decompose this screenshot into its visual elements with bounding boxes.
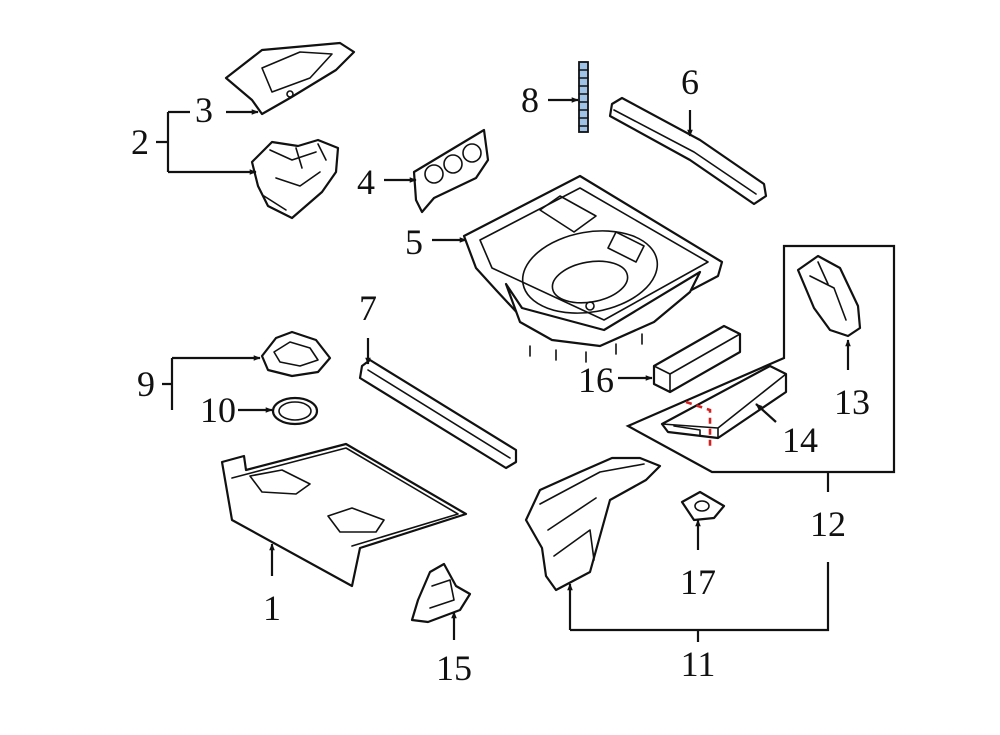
callout-6: 6 xyxy=(681,62,699,102)
part-3-upper-panel[interactable] xyxy=(224,41,356,116)
part-16-block[interactable] xyxy=(652,324,742,394)
part-2-bracket[interactable] xyxy=(250,138,340,220)
part-9-cap[interactable] xyxy=(260,330,332,378)
callout-8: 8 xyxy=(521,80,539,120)
callout-5: 5 xyxy=(405,222,423,262)
part-6-rail[interactable] xyxy=(608,96,768,206)
callout-13: 13 xyxy=(834,382,870,422)
part-7-rail[interactable] xyxy=(358,358,518,470)
callout-11: 11 xyxy=(681,644,716,684)
part-15-bracket[interactable] xyxy=(410,562,472,624)
leader-14 xyxy=(755,403,777,423)
part-13-bracket[interactable] xyxy=(796,254,862,338)
callout-1: 1 xyxy=(263,588,281,628)
callout-14: 14 xyxy=(782,420,818,460)
bracket-9-line xyxy=(162,358,174,410)
callout-12: 12 xyxy=(810,504,846,544)
callout-3: 3 xyxy=(195,90,213,130)
part-1-floor-panel[interactable] xyxy=(220,442,468,588)
cut-line-marker xyxy=(685,400,712,446)
part-17-clip[interactable] xyxy=(680,490,726,522)
part-4-panel[interactable] xyxy=(412,128,490,214)
callout-7: 7 xyxy=(359,288,377,328)
callout-10: 10 xyxy=(200,390,236,430)
part-10-grommet[interactable] xyxy=(271,396,319,426)
bracket-2-line xyxy=(156,110,190,172)
part-14-reinforcement[interactable] xyxy=(660,364,788,440)
callout-9: 9 xyxy=(137,364,155,404)
callout-16: 16 xyxy=(578,360,614,400)
callout-2: 2 xyxy=(131,122,149,162)
callout-15: 15 xyxy=(436,648,472,688)
callout-4: 4 xyxy=(357,162,375,202)
bracket-11-line xyxy=(570,562,830,642)
callout-17: 17 xyxy=(680,562,716,602)
part-8-stud[interactable] xyxy=(578,61,589,133)
part-11-frame-member[interactable] xyxy=(524,456,662,592)
part-5-trunk-pan[interactable] xyxy=(462,174,724,363)
group-12-outline xyxy=(625,244,896,474)
